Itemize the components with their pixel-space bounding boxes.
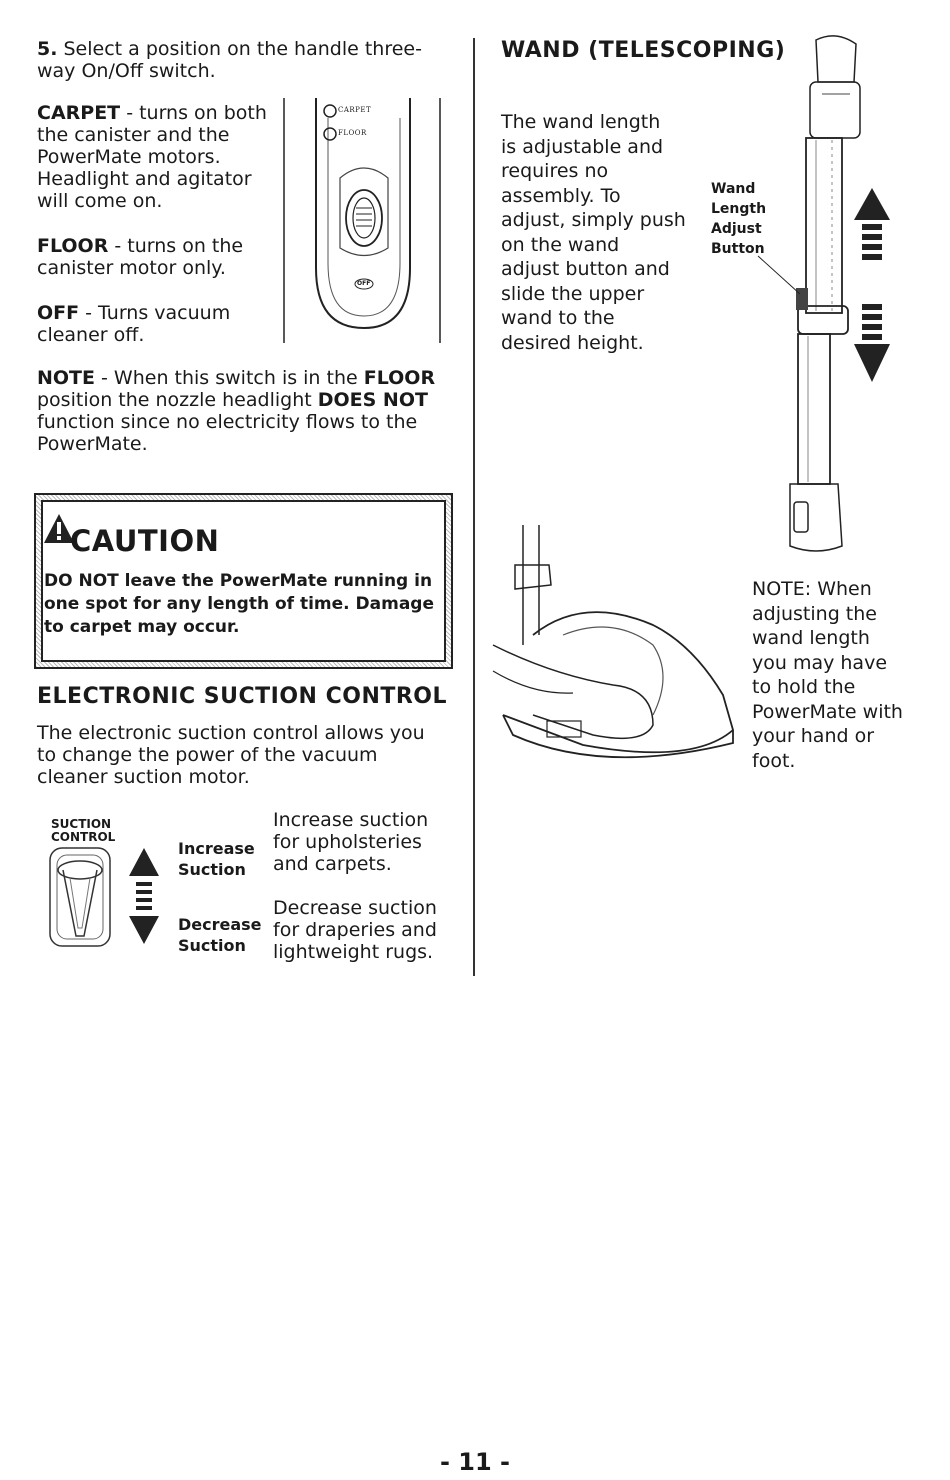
- caution-inner: [41, 500, 446, 662]
- floor-text: - turns on the canister motor only.: [37, 235, 244, 279]
- carpet-description: CARPET - turns on both the canister and …: [37, 102, 269, 212]
- callout-line: Wand: [711, 181, 756, 197]
- suction-control-dial-illustration: [49, 847, 159, 947]
- wand-note-line: to hold the: [752, 676, 856, 698]
- increase-suction-label-2: Suction: [178, 860, 246, 879]
- headlight-note: NOTE - When this switch is in the FLOOR …: [37, 367, 437, 455]
- step-5: 5. Select a position on the handle three…: [37, 38, 427, 82]
- wand-note-line: wand length: [752, 627, 870, 649]
- increase-desc-2: for upholsteries: [273, 831, 422, 853]
- note-text-1: - When this switch is in the: [95, 367, 364, 389]
- decrease-desc-1: Decrease suction: [273, 897, 437, 919]
- wand-line: The wand length: [501, 111, 661, 133]
- step-number: 5.: [37, 38, 58, 60]
- switch-floor-label: FLOOR: [338, 129, 367, 137]
- wand-note-line: you may have: [752, 651, 888, 674]
- wand-note: NOTE: When adjusting the wand length you…: [752, 577, 932, 773]
- wand-button-callout: Wand Length Adjust Button: [711, 179, 766, 259]
- switch-off-label: OFF: [357, 280, 371, 287]
- step-text: Select a position on the handle three-wa…: [37, 38, 422, 82]
- decrease-suction-label-2: Suction: [178, 936, 246, 955]
- increase-desc-1: Increase suction: [273, 809, 429, 831]
- note-floor: FLOOR: [363, 367, 436, 389]
- floor-label: FLOOR: [37, 235, 109, 257]
- caution-box: [34, 493, 453, 669]
- note-does-not: DOES NOT: [317, 389, 428, 411]
- wand-line: wand to the: [501, 307, 615, 329]
- wand-heading: WAND (TELESCOPING): [501, 38, 786, 63]
- caution-title: CAUTION: [70, 524, 220, 558]
- decrease-suction-label-1: Decrease: [178, 915, 262, 934]
- column-divider: [473, 38, 475, 976]
- increase-desc-3: and carpets.: [273, 853, 392, 875]
- wand-line: requires no: [501, 160, 609, 182]
- wand-line: assembly. To: [501, 184, 621, 207]
- handle-switch-illustration: [283, 98, 441, 343]
- switch-carpet-label: CARPET: [338, 106, 372, 114]
- caution-body: leave the PowerMate running in one spot …: [44, 571, 435, 637]
- wand-note-line: adjusting the: [752, 602, 877, 625]
- decrease-desc-2: for draperies and: [273, 919, 437, 941]
- callout-line: Length: [711, 201, 767, 217]
- off-label: OFF: [37, 302, 80, 324]
- wand-line: slide the upper: [501, 282, 645, 305]
- suction-control-label-1: SUCTION: [51, 817, 112, 831]
- wand-note-line: your hand or: [752, 725, 875, 747]
- telescoping-wand-illustration: [757, 35, 890, 552]
- off-description: OFF - Turns vacuum cleaner off.: [37, 302, 269, 346]
- powermate-foot-illustration: [492, 525, 735, 759]
- callout-line: Button: [711, 241, 765, 257]
- wand-line: on the wand: [501, 233, 620, 256]
- floor-description: FLOOR - turns on the canister motor only…: [37, 235, 269, 279]
- callout-line: Adjust: [711, 221, 762, 237]
- carpet-label: CARPET: [37, 102, 121, 124]
- suction-intro: The electronic suction control allows yo…: [37, 722, 425, 788]
- wand-line: desired height.: [501, 331, 644, 354]
- wand-note-line: NOTE: When: [752, 578, 872, 600]
- off-text: - Turns vacuum cleaner off.: [37, 302, 231, 346]
- wand-line: adjust button and: [501, 258, 670, 280]
- warning-icon: [44, 514, 74, 543]
- carpet-text: - turns on both the canister and the Pow…: [37, 102, 267, 212]
- wand-line: adjust, simply push: [501, 209, 686, 231]
- suction-heading: ELECTRONIC SUCTION CONTROL: [37, 684, 448, 709]
- note-label: NOTE: [37, 367, 95, 389]
- decrease-desc-3: lightweight rugs.: [273, 941, 434, 963]
- suction-control-label-2: CONTROL: [51, 830, 116, 844]
- wand-note-line: foot.: [752, 749, 796, 772]
- wand-note-line: PowerMate with: [752, 700, 903, 723]
- caution-do-not: DO NOT: [44, 571, 119, 591]
- increase-suction-label-1: Increase: [178, 839, 255, 858]
- note-text-2: position the nozzle headlight: [37, 389, 318, 411]
- page-number: - 11 -: [439, 1448, 511, 1476]
- wand-instructions: The wand length is adjustable and requir…: [501, 110, 701, 355]
- wand-line: is adjustable and: [501, 135, 664, 158]
- caution-text: DO NOT leave the PowerMate running in on…: [44, 570, 444, 639]
- note-text-3: function since no electricity flows to t…: [37, 411, 418, 455]
